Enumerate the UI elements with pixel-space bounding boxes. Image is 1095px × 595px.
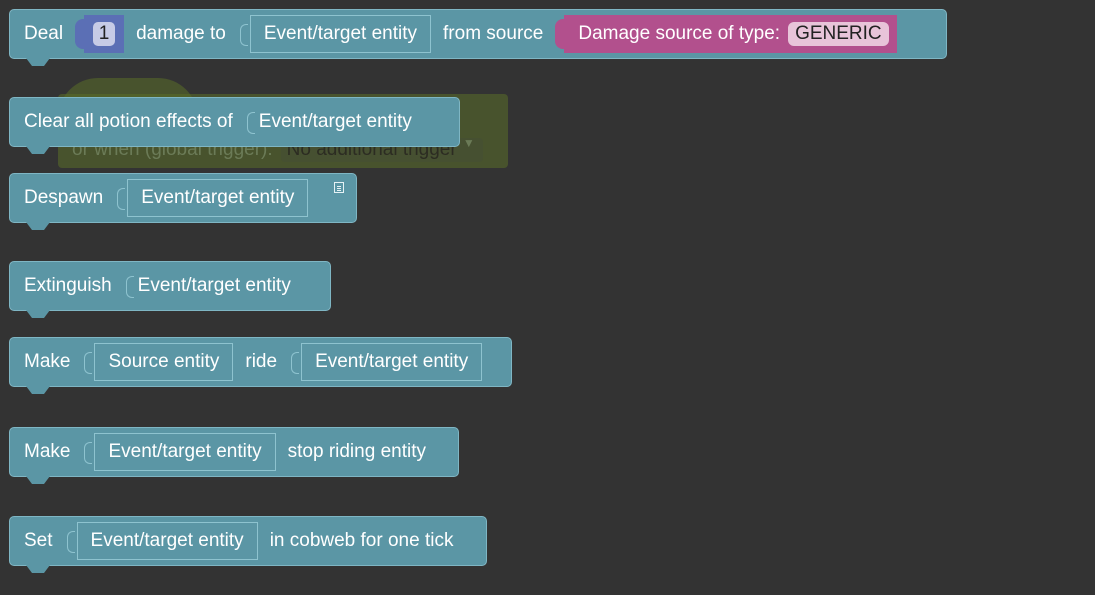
- block-label: Make: [24, 351, 71, 372]
- entity-block[interactable]: Event/target entity: [249, 15, 432, 53]
- input-notch: [238, 21, 248, 47]
- input-notch: [245, 109, 255, 135]
- block-label: in cobweb for one tick: [269, 530, 454, 551]
- entity-block[interactable]: Event/target entity: [94, 433, 276, 471]
- input-notch: [124, 273, 134, 299]
- input-notch: [555, 19, 566, 49]
- target-entity-input[interactable]: Event/target entity: [124, 267, 293, 305]
- entity-block[interactable]: Event/target entity: [137, 275, 291, 296]
- block-label: Set: [24, 530, 53, 551]
- target-entity-input[interactable]: Event/target entity: [289, 343, 483, 381]
- clear-potion-effects-block[interactable]: Clear all potion effects of Event/target…: [9, 97, 460, 147]
- extinguish-block[interactable]: Extinguish Event/target entity: [9, 261, 331, 311]
- target-entity-input[interactable]: Event/target entity: [115, 179, 309, 217]
- block-label: Make: [24, 441, 71, 462]
- input-notch: [115, 185, 126, 211]
- entity-block[interactable]: Source entity: [94, 343, 234, 381]
- target-entity-input[interactable]: Event/target entity: [65, 522, 258, 560]
- stop-riding-block[interactable]: Make Event/target entity stop riding ent…: [9, 427, 459, 477]
- damage-type-dropdown[interactable]: GENERIC: [788, 22, 889, 46]
- input-notch: [82, 349, 93, 375]
- entity-block[interactable]: Event/target entity: [127, 179, 309, 217]
- despawn-block[interactable]: Despawn Event/target entity: [9, 173, 357, 223]
- block-label: Extinguish: [24, 275, 112, 296]
- block-label: damage to: [136, 23, 226, 44]
- damage-source-block[interactable]: Damage source of type: GENERIC: [564, 15, 897, 53]
- chevron-down-icon: ▼: [462, 136, 475, 150]
- block-label: ride: [245, 351, 278, 372]
- source-entity-input[interactable]: Source entity: [82, 343, 234, 381]
- block-label: Despawn: [24, 187, 104, 208]
- input-notch: [75, 19, 86, 49]
- target-entity-input[interactable]: Event/target entity: [238, 15, 432, 53]
- deal-damage-block[interactable]: Deal 1 damage to Event/target entity fro…: [9, 9, 947, 59]
- block-label: from source: [443, 23, 544, 44]
- comment-icon[interactable]: [334, 182, 344, 193]
- damage-amount-input[interactable]: 1: [75, 15, 125, 53]
- input-notch: [65, 528, 75, 554]
- entity-block[interactable]: Event/target entity: [301, 343, 483, 381]
- entity-block[interactable]: Event/target entity: [258, 111, 412, 132]
- block-label: Clear all potion effects of: [24, 111, 233, 132]
- set-cobweb-block[interactable]: Set Event/target entity in cobweb for on…: [9, 516, 487, 566]
- target-entity-input[interactable]: Event/target entity: [82, 433, 276, 471]
- entity-block[interactable]: Event/target entity: [76, 522, 258, 560]
- block-label: stop riding entity: [287, 441, 426, 462]
- damage-source-label: Damage source of type:: [578, 23, 781, 44]
- target-entity-input[interactable]: Event/target entity: [245, 103, 414, 141]
- block-label: Deal: [24, 23, 64, 44]
- input-notch: [289, 349, 300, 375]
- number-field[interactable]: 1: [92, 22, 116, 46]
- make-ride-block[interactable]: Make Source entity ride Event/target ent…: [9, 337, 512, 387]
- input-notch: [82, 439, 93, 465]
- number-block[interactable]: 1: [84, 15, 125, 53]
- damage-source-input[interactable]: Damage source of type: GENERIC: [555, 15, 897, 53]
